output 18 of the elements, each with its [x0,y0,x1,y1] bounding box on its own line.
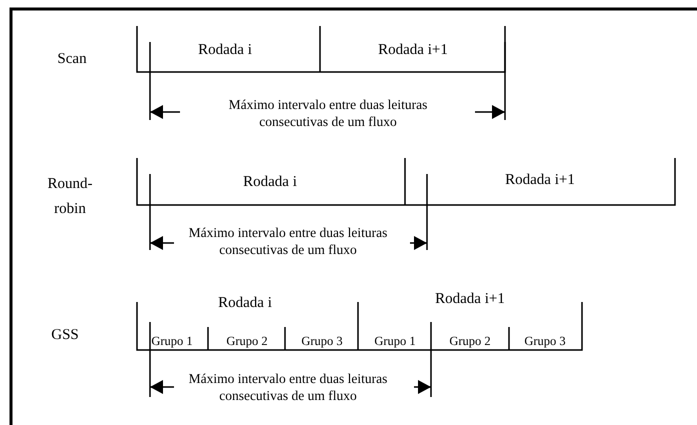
segment-label: Rodada i [197,41,253,60]
dimension-label: Máximo intervalo entre duas leituras consecutivas de um fluxo [188,224,388,258]
row-label: Round-robin [46,175,94,219]
group-label: Grupo 1 [150,333,194,349]
segment-label: Rodada i+1 [504,171,576,190]
segment-label: Rodada i [242,173,298,192]
segment-label: Rodada i [217,294,273,313]
group-label: Grupo 2 [225,333,269,349]
group-label: Grupo 3 [300,333,344,349]
group-label: Grupo 3 [523,333,567,349]
segment-label: Rodada i+1 [434,290,506,309]
group-label: Grupo 2 [448,333,492,349]
group-label: Grupo 1 [373,333,417,349]
dimension-label: Máximo intervalo entre duas leituras consecutivas de um fluxo [228,96,428,130]
segment-label: Rodada i+1 [377,41,449,60]
row-label: Scan [56,50,88,69]
row-label: GSS [50,326,80,345]
dimension-label: Máximo intervalo entre duas leituras consecutivas de um fluxo [188,370,388,404]
